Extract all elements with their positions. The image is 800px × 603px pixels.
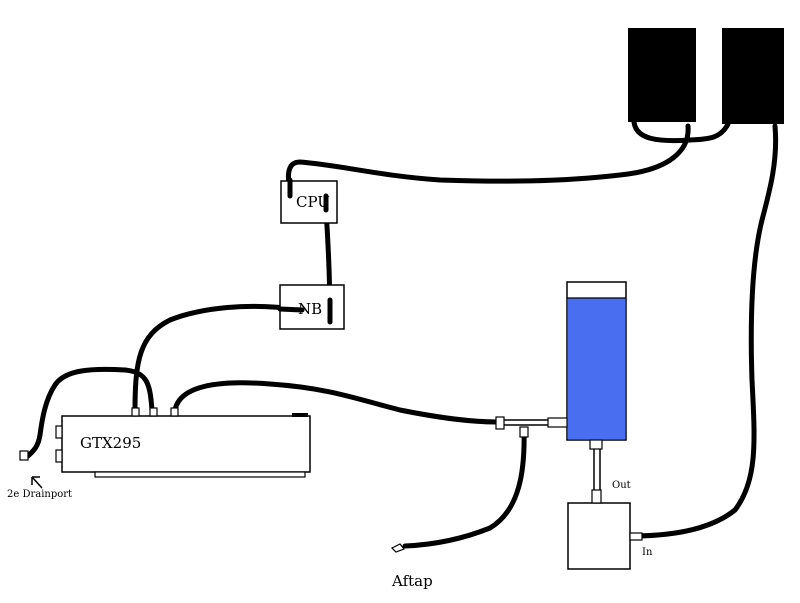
gpu-card: GTX295 bbox=[55, 407, 311, 478]
tube-tfitting-to-reservoir bbox=[504, 419, 548, 426]
drainport-label: 2e Drainport bbox=[7, 489, 72, 500]
aftap-outlet: Aftap bbox=[390, 543, 433, 590]
reservoir bbox=[547, 281, 627, 450]
drainport: 2e Drainport bbox=[7, 450, 72, 500]
tube-nb-inlet bbox=[277, 306, 305, 313]
tube-tfitting-to-aftap bbox=[402, 427, 527, 549]
aftap-label: Aftap bbox=[391, 572, 433, 590]
gpu-label: GTX295 bbox=[80, 434, 141, 452]
tube-gpu-to-drainport bbox=[25, 366, 155, 459]
pump-in-label: In bbox=[642, 547, 653, 558]
pump: Out In bbox=[567, 480, 653, 570]
cpu-label: CPU bbox=[296, 193, 330, 211]
pump-out-label: Out bbox=[612, 480, 631, 491]
t-fitting bbox=[495, 416, 529, 438]
tube-radiator-to-cpu bbox=[285, 123, 691, 199]
drainport-arrow-icon bbox=[31, 476, 43, 489]
tube-gpu-to-tfitting bbox=[172, 380, 501, 425]
radiator-left bbox=[628, 28, 696, 122]
tube-radiator-to-pump bbox=[629, 123, 779, 539]
reservoir-coolant bbox=[568, 298, 625, 439]
nb-label: NB bbox=[298, 300, 322, 318]
tube-radiator-link bbox=[631, 119, 731, 144]
radiator-right bbox=[722, 28, 784, 124]
tube-nb-to-gpu bbox=[132, 303, 303, 413]
